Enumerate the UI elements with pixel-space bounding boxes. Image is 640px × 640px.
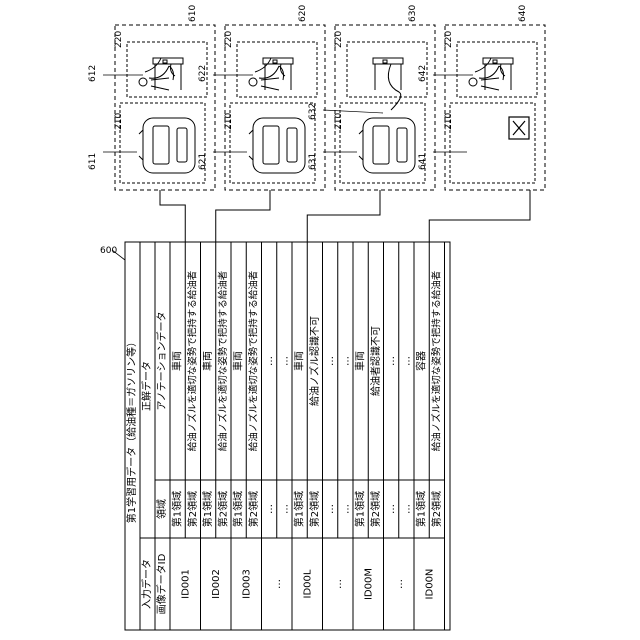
object-ref-label: 631 (308, 153, 318, 170)
region1-ref-label: 210 (224, 113, 234, 130)
table-row-region: … (279, 504, 290, 514)
vehicle-icon (139, 118, 195, 173)
table-row-region: … (264, 504, 275, 514)
first-region-box (230, 103, 315, 183)
fuel-pump-icon (153, 58, 183, 90)
table-row-id: ID001 (180, 569, 191, 599)
image-ref-label: 640 (518, 5, 528, 22)
table-row-id: … (272, 579, 283, 589)
table-row-annotation: 給油ノズルを適切な姿勢で把持する給油者 (186, 271, 198, 452)
table-row-region: 第1領域 (293, 491, 306, 527)
table-row-annotation: 容器 (415, 351, 428, 371)
object-ref-label: 641 (418, 153, 428, 170)
table-row-annotation: … (325, 356, 336, 366)
table-row-annotation: 車両 (232, 351, 245, 371)
table-row-region: … (325, 504, 336, 514)
table-row-id: ID00N (424, 569, 435, 600)
table-row-region: 第2領域 (369, 491, 382, 527)
table-row-annotation: … (340, 356, 351, 366)
table-row-annotation: 車両 (201, 351, 214, 371)
table-row-annotation: … (386, 356, 397, 366)
table-row-id: ID00M (363, 568, 374, 600)
table-row-region: 第1領域 (201, 491, 214, 527)
region1-ref-label: 210 (334, 113, 344, 130)
container-icon (509, 117, 529, 139)
region2-ref-label: 220 (224, 31, 234, 48)
table-row-annotation: 車両 (354, 351, 367, 371)
table-row-region: 第2領域 (247, 491, 260, 527)
fuel-pump-icon (483, 58, 513, 90)
image-frame (445, 25, 545, 190)
image-panel: 610 220 210 612 611 (88, 5, 215, 190)
panel-to-row-connectors (160, 190, 530, 242)
region2-ref-label: 220 (114, 31, 124, 48)
table-row-annotation: … (264, 356, 275, 366)
table-row-id: … (333, 579, 344, 589)
region2-ref-label: 220 (444, 31, 454, 48)
image-id-header: 画像データID (155, 553, 168, 614)
answer-data-header: 正解データ (140, 361, 153, 411)
training-data-table: 600 第1学習用データ（給油種＝ガソリン等） 入力データ 正解データ画像データID… (100, 242, 450, 630)
table-row-annotation: 給油ノズルを適切な姿勢で把持する給油者 (217, 271, 229, 452)
image-panel: 620 220 210 622 621 (198, 5, 325, 190)
annotation-header: アノテーションデータ (155, 312, 168, 411)
object-ref-label: 611 (88, 153, 98, 170)
table-row-annotation: 給油ノズルを適切な姿勢で把持する給油者 (430, 271, 442, 452)
table-row-id: ID003 (241, 569, 252, 599)
image-panel: 630 220 210 632 631 (308, 5, 435, 190)
table-row-id: ID002 (211, 569, 222, 599)
table-row-annotation: 車両 (293, 351, 306, 371)
region-header: 領域 (155, 499, 168, 519)
table-row-region: 第1領域 (415, 491, 428, 527)
table-row-region: 第2領域 (308, 491, 321, 527)
vehicle-icon (249, 118, 305, 173)
table-row-annotation: … (279, 356, 290, 366)
first-region-box (120, 103, 205, 183)
attendant-figure-icon (139, 58, 174, 90)
table-row-id: … (394, 579, 405, 589)
table-row-annotation: … (401, 356, 412, 366)
image-panels: 6102202106126116202202106226216302202106… (88, 5, 545, 190)
region1-ref-label: 210 (114, 113, 124, 130)
table-row-annotation: 給油ノズル認識不可 (308, 316, 321, 406)
table-title: 第1学習用データ（給油種＝ガソリン等） (125, 337, 138, 523)
second-region-box (347, 42, 427, 97)
person-ref-label: 642 (418, 65, 428, 82)
first-region-box (340, 103, 425, 183)
fuel-pump-icon (263, 58, 293, 90)
nozzle-ref-label: 632 (308, 103, 318, 120)
table-row-region: 第1領域 (232, 491, 245, 527)
table-row-region: 第2領域 (430, 491, 443, 527)
person-ref-label: 612 (88, 65, 98, 82)
table-ref-label: 600 (100, 246, 117, 256)
table-row-region: 第1領域 (171, 491, 184, 527)
table-row-region: … (401, 504, 412, 514)
person-ref-label: 622 (198, 65, 208, 82)
table-row-annotation: 給油ノズルを適切な姿勢で把持する給油者 (247, 271, 259, 452)
image-ref-label: 630 (408, 5, 418, 22)
region2-ref-label: 220 (334, 31, 344, 48)
table-row-region: … (340, 504, 351, 514)
image-panel: 640 220 210 642 641 (418, 5, 545, 190)
table-row-annotation: 給油者認識不可 (369, 326, 382, 396)
region1-ref-label: 210 (444, 113, 454, 130)
image-ref-label: 620 (298, 5, 308, 22)
vehicle-icon (359, 118, 415, 173)
attendant-figure-icon (469, 58, 504, 90)
table-row-region: 第2領域 (186, 491, 199, 527)
table-row-region: 第1領域 (354, 491, 367, 527)
attendant-figure-icon (249, 58, 284, 90)
table-row-annotation: 車両 (171, 351, 184, 371)
object-ref-label: 621 (198, 153, 208, 170)
image-ref-label: 610 (188, 5, 198, 22)
input-data-header: 入力データ (140, 559, 153, 609)
table-row-region: 第2領域 (216, 491, 229, 527)
table-row-id: ID00L (302, 569, 313, 598)
first-region-box (450, 103, 535, 183)
table-row-region: … (386, 504, 397, 514)
